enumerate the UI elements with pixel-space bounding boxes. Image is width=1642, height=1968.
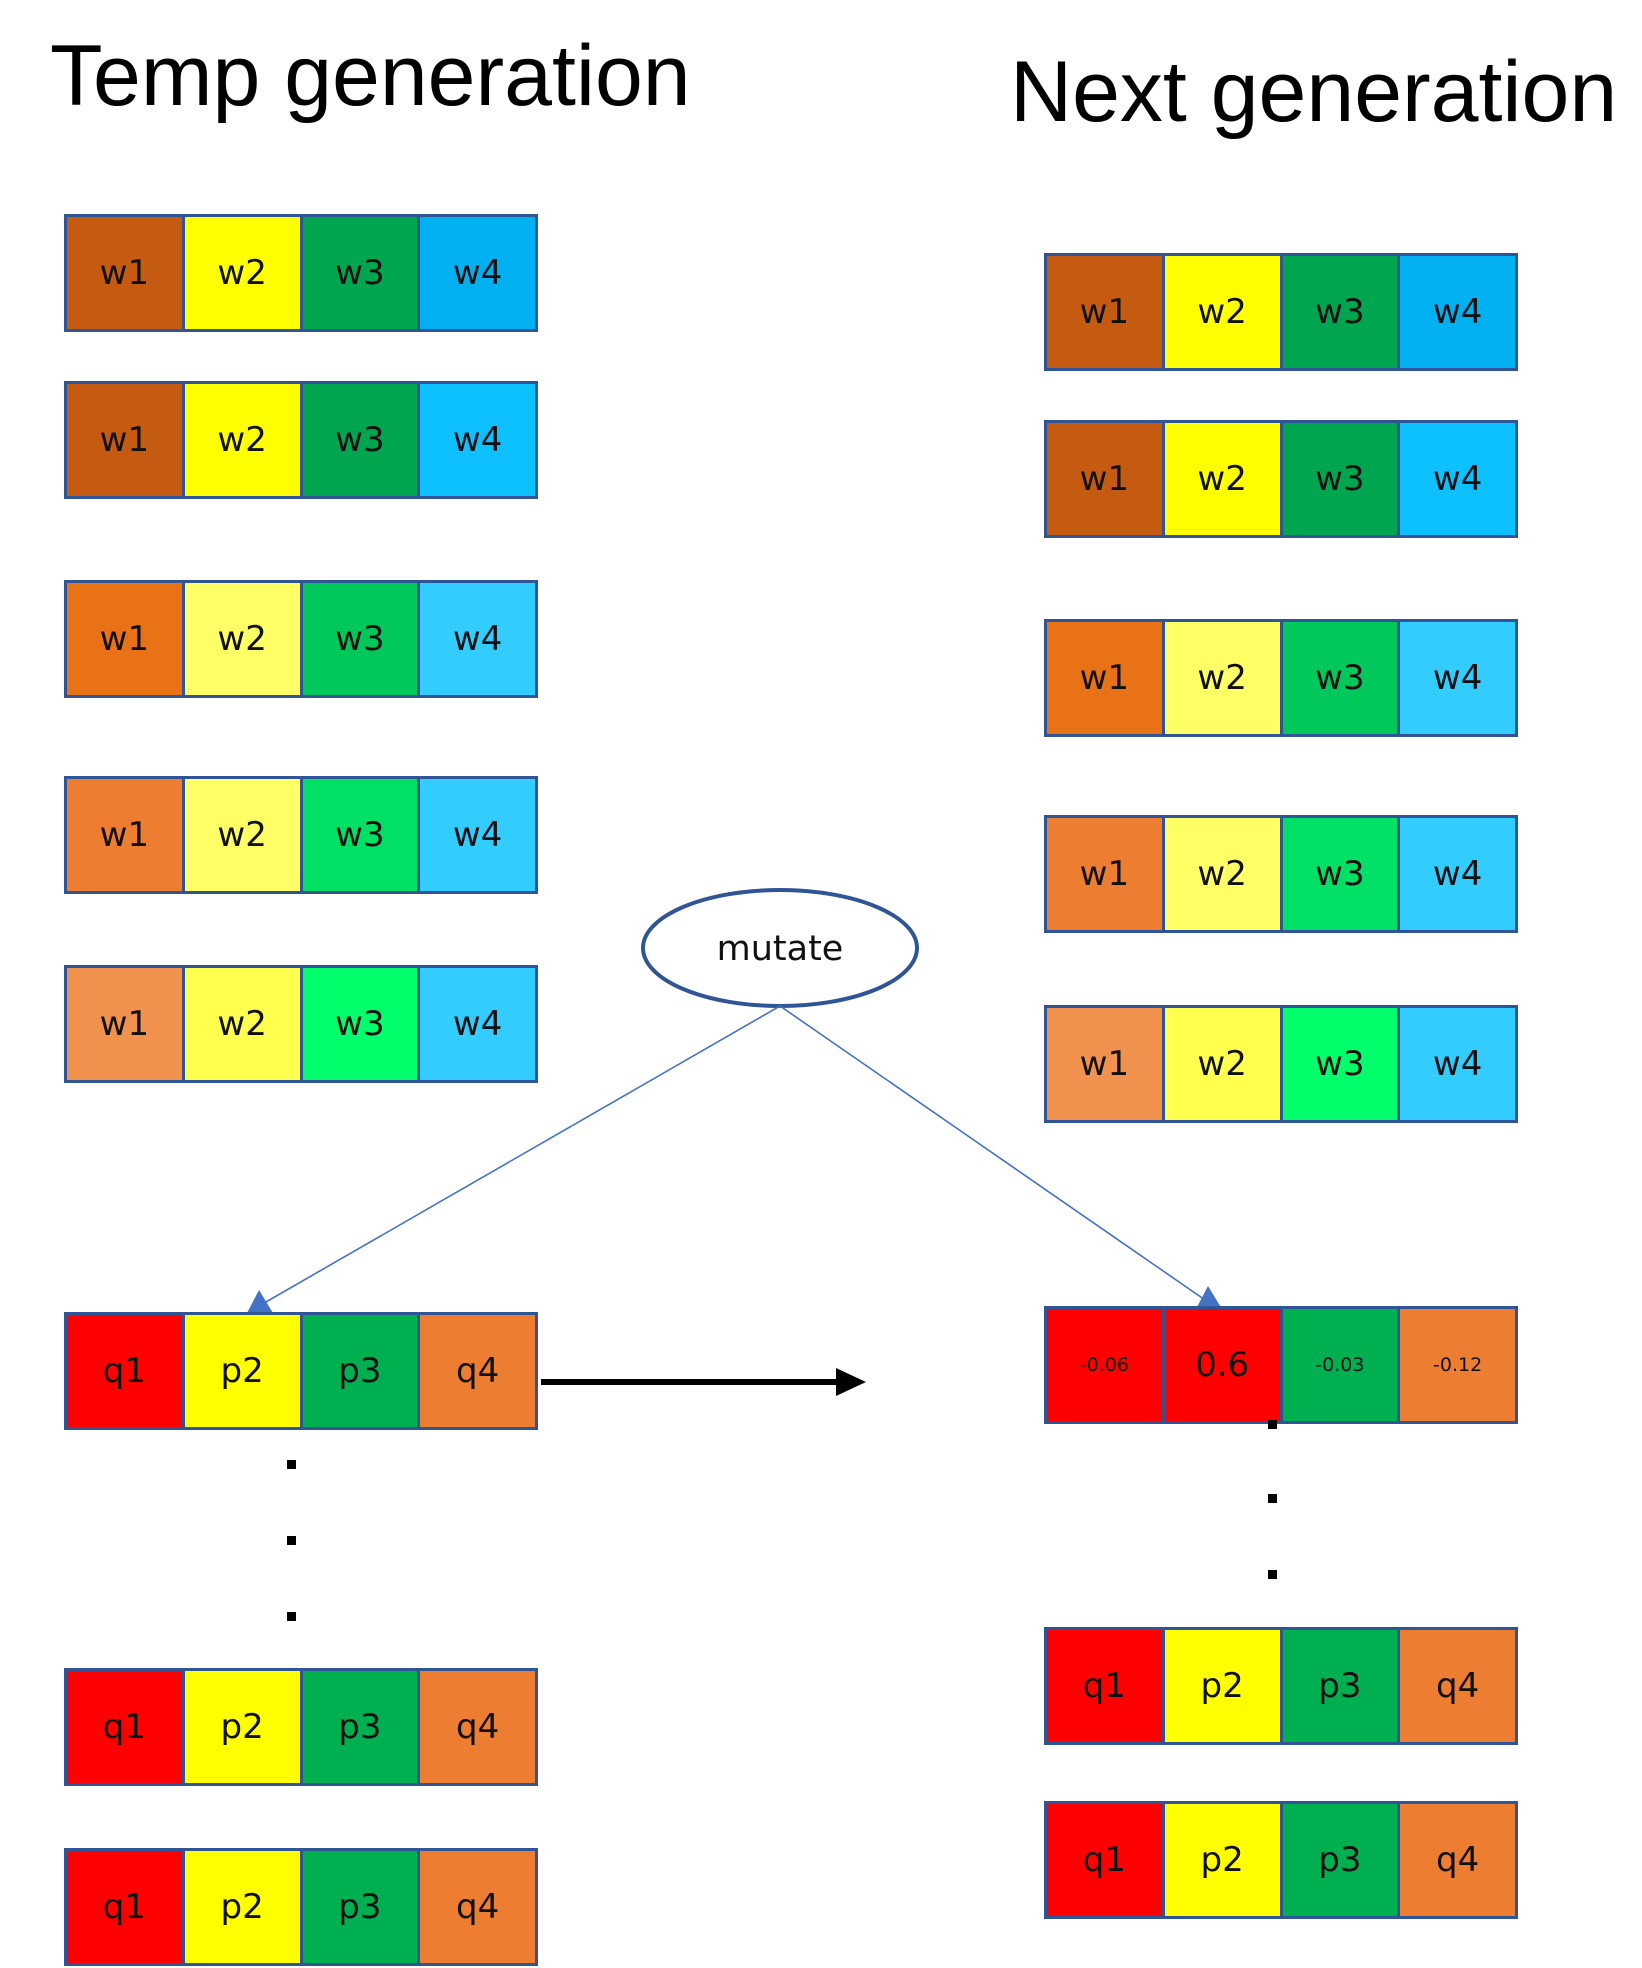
gene-cell: w2 bbox=[1164, 818, 1280, 930]
gene-cell: q4 bbox=[420, 1851, 535, 1963]
gene-cell: w3 bbox=[302, 583, 418, 695]
gene-cell: w4 bbox=[420, 583, 535, 695]
gene-cell: q1 bbox=[1047, 1630, 1162, 1742]
gene-cell: w1 bbox=[67, 217, 182, 329]
gene-cell: w3 bbox=[302, 779, 418, 891]
gene-cell: 0.6 bbox=[1164, 1309, 1280, 1421]
gene-cell: w1 bbox=[67, 779, 182, 891]
gene-cell: p3 bbox=[1282, 1630, 1398, 1742]
gene-cell: q1 bbox=[67, 1315, 182, 1427]
transfer-arrowhead bbox=[836, 1368, 866, 1396]
ellipsis-dot bbox=[1268, 1570, 1277, 1579]
gene-cell: p2 bbox=[1164, 1630, 1280, 1742]
gene-cell: p3 bbox=[302, 1851, 418, 1963]
gene-cell: w1 bbox=[1047, 423, 1162, 535]
gene-cell: q4 bbox=[420, 1315, 535, 1427]
ellipsis-dot bbox=[287, 1460, 296, 1469]
gene-cell: p3 bbox=[302, 1315, 418, 1427]
gene-cell: w4 bbox=[1400, 1008, 1515, 1120]
gene-cell: q1 bbox=[67, 1851, 182, 1963]
gene-cell: w3 bbox=[1282, 423, 1398, 535]
gene-cell: w2 bbox=[184, 583, 300, 695]
gene-cell: p2 bbox=[1164, 1804, 1280, 1916]
gene-cell: w2 bbox=[184, 968, 300, 1080]
mutate-label: mutate bbox=[716, 929, 844, 969]
gene-cell: w3 bbox=[1282, 818, 1398, 930]
ellipsis-dot bbox=[287, 1612, 296, 1621]
gene-cell: w4 bbox=[420, 968, 535, 1080]
gene-cell: w3 bbox=[1282, 256, 1398, 368]
gene-cell: w4 bbox=[1400, 256, 1515, 368]
gene-cell: w1 bbox=[1047, 622, 1162, 734]
gene-cell: w3 bbox=[302, 384, 418, 496]
next-generation-title: Next generation bbox=[1010, 44, 1618, 140]
connector-right-arrowhead bbox=[1196, 1286, 1222, 1309]
gene-cell: p2 bbox=[184, 1315, 300, 1427]
gene-cell: w1 bbox=[1047, 818, 1162, 930]
gene-cell: w3 bbox=[1282, 622, 1398, 734]
gene-cell: -0.06 bbox=[1047, 1309, 1162, 1421]
gene-cell: p3 bbox=[1282, 1804, 1398, 1916]
gene-cell: w1 bbox=[67, 583, 182, 695]
connector-right bbox=[779, 1005, 1209, 1303]
gene-cell: q1 bbox=[1047, 1804, 1162, 1916]
gene-cell: w4 bbox=[420, 217, 535, 329]
temp-generation-title: Temp generation bbox=[50, 28, 691, 124]
gene-cell: w3 bbox=[302, 968, 418, 1080]
gene-cell: p3 bbox=[302, 1671, 418, 1783]
gene-cell: w4 bbox=[420, 779, 535, 891]
gene-cell: w1 bbox=[1047, 256, 1162, 368]
gene-cell: w2 bbox=[184, 217, 300, 329]
gene-cell: w2 bbox=[1164, 423, 1280, 535]
gene-cell: w4 bbox=[1400, 622, 1515, 734]
gene-cell: w1 bbox=[67, 968, 182, 1080]
gene-cell: w2 bbox=[1164, 256, 1280, 368]
gene-cell: q1 bbox=[67, 1671, 182, 1783]
gene-cell: w2 bbox=[184, 384, 300, 496]
connector-left-arrowhead bbox=[247, 1290, 273, 1313]
gene-cell: -0.03 bbox=[1282, 1309, 1398, 1421]
ellipsis-dot bbox=[1268, 1420, 1277, 1429]
gene-cell: w1 bbox=[1047, 1008, 1162, 1120]
ellipsis-dot bbox=[287, 1536, 296, 1545]
gene-cell: q4 bbox=[1400, 1630, 1515, 1742]
ellipsis-dot bbox=[1268, 1494, 1277, 1503]
gene-cell: w2 bbox=[1164, 1008, 1280, 1120]
gene-cell: w2 bbox=[184, 779, 300, 891]
gene-cell: w2 bbox=[1164, 622, 1280, 734]
gene-cell: p2 bbox=[184, 1671, 300, 1783]
connector-left bbox=[258, 1005, 781, 1307]
gene-cell: w4 bbox=[1400, 818, 1515, 930]
gene-cell: p2 bbox=[184, 1851, 300, 1963]
gene-cell: w3 bbox=[302, 217, 418, 329]
gene-cell: -0.12 bbox=[1400, 1309, 1515, 1421]
gene-cell: w4 bbox=[1400, 423, 1515, 535]
gene-cell: w4 bbox=[420, 384, 535, 496]
gene-cell: w1 bbox=[67, 384, 182, 496]
gene-cell: q4 bbox=[1400, 1804, 1515, 1916]
gene-cell: q4 bbox=[420, 1671, 535, 1783]
gene-cell: w3 bbox=[1282, 1008, 1398, 1120]
